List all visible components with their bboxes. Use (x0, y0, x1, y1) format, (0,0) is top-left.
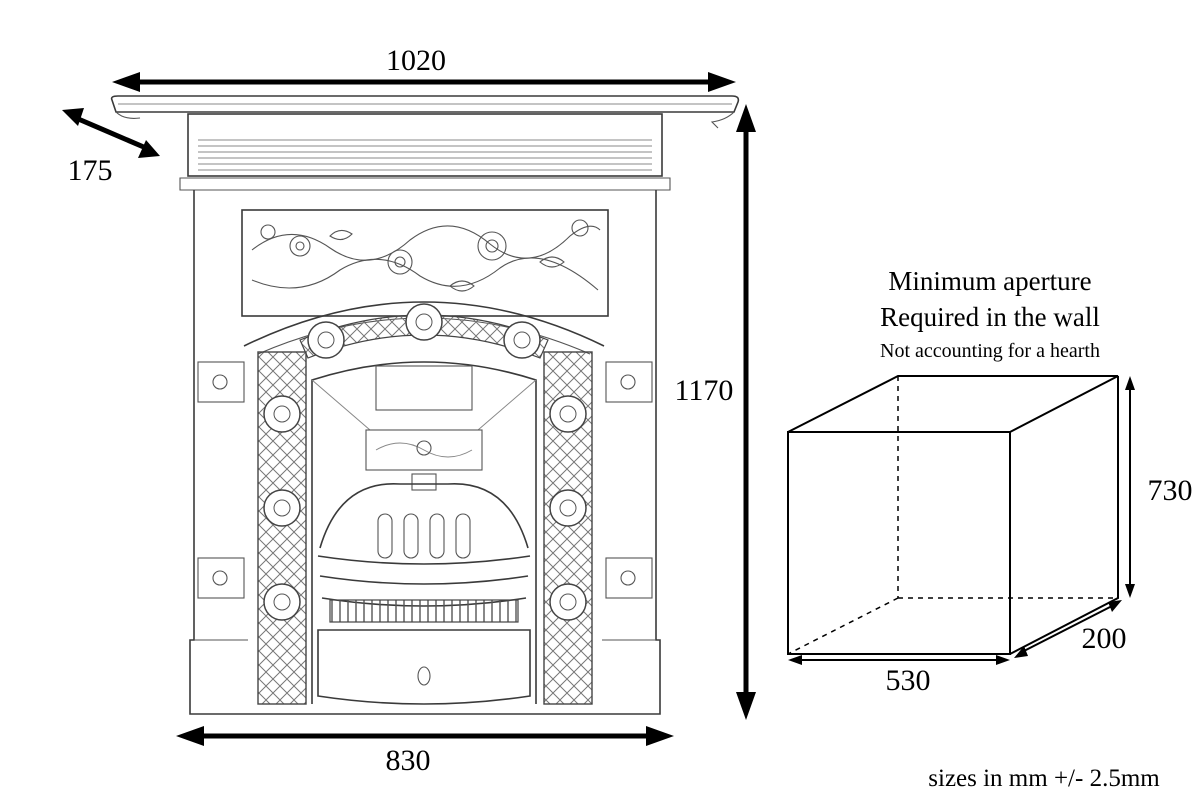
fret-ornament (375, 442, 473, 458)
dimension-arrows (62, 72, 756, 746)
aperture-depth-arrow (1014, 600, 1122, 658)
aperture-dimension-arrows (788, 376, 1135, 665)
fireplace-body (189, 190, 661, 715)
aperture-label-200: 200 (1082, 622, 1127, 655)
frieze-panel (187, 113, 663, 177)
fireback-lines (311, 379, 537, 431)
aperture-label-730: 730 (1148, 474, 1193, 507)
fire-opening (311, 361, 537, 704)
arch-lattice (299, 314, 549, 359)
grate-basket (329, 599, 519, 623)
floral-panel (241, 209, 609, 317)
base-830-arrow (176, 726, 674, 746)
decorated-fret (365, 429, 483, 471)
grate-hood (319, 483, 529, 549)
aperture-front-face (787, 431, 1011, 655)
fret-flower (416, 440, 432, 456)
left-upper-block (197, 361, 245, 403)
frieze-moulding (179, 177, 671, 191)
dim-label-830: 830 (386, 744, 431, 777)
height-1170-arrow (736, 104, 756, 720)
dim-label-1170: 1170 (675, 374, 734, 407)
ashpan-knob (417, 666, 431, 686)
fireplace-illustration (110, 95, 740, 715)
aperture-title-line1: Minimum aperture (888, 266, 1091, 296)
left-upper-rosette (212, 374, 228, 390)
right-lower-rosette (620, 570, 636, 586)
aperture-label-530: 530 (886, 664, 931, 697)
left-lower-rosette (212, 570, 228, 586)
fret-clasp (411, 473, 437, 491)
canopy-panel (375, 365, 473, 411)
width-1020-arrow (112, 72, 736, 92)
right-upper-rosette (620, 374, 636, 390)
aperture-height-arrow (1125, 376, 1135, 598)
dim-label-1020: 1020 (386, 44, 446, 77)
footer-note: sizes in mm +/- 2.5mm (928, 765, 1160, 792)
left-lower-block (197, 557, 245, 599)
aperture-subtitle: Not accounting for a hearth (880, 340, 1100, 362)
depth-175-arrow (62, 108, 160, 158)
frieze-reeding (198, 139, 652, 171)
rosettes (263, 303, 587, 621)
floral-decoration (251, 219, 601, 292)
aperture-box (787, 375, 1119, 655)
aperture-visible-edges (787, 375, 1119, 655)
grate-flutes (377, 513, 471, 559)
aperture-title-line2: Required in the wall (880, 302, 1100, 332)
right-lower-block (605, 557, 653, 599)
dim-label-175: 175 (68, 154, 113, 187)
mantel-brackets (115, 111, 735, 129)
right-upper-block (605, 361, 653, 403)
aperture-hidden-edges (787, 376, 1118, 655)
grate-bars (317, 555, 531, 607)
arch-outer (243, 301, 605, 347)
aperture-width-arrow (788, 655, 1010, 665)
mantel-shelf (110, 95, 740, 113)
ashpan-cover (317, 629, 531, 705)
